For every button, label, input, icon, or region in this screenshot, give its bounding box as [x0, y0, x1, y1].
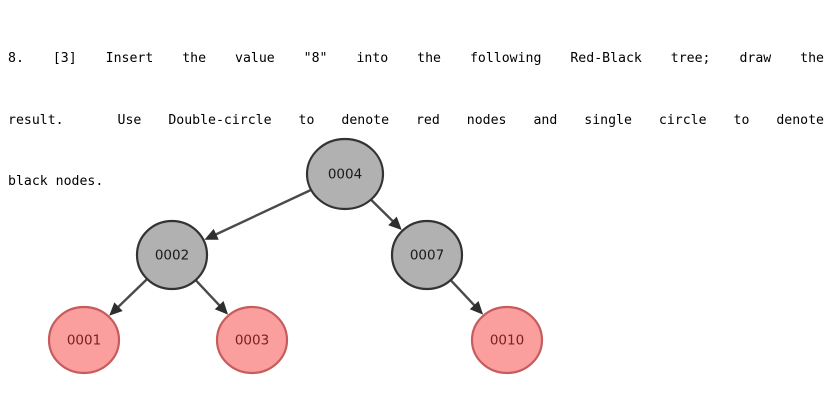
tree-node-layer: 0004 0002 0007 0001 0003 0010: [47, 137, 544, 375]
tree-node-0004[interactable]: 0004: [305, 137, 385, 211]
node-circle-0010: [470, 305, 544, 375]
arrowhead-icon-0002-to-0003: [214, 301, 229, 315]
tree-edge-layer: [109, 188, 484, 316]
arrowhead-icon-0002-to-0001: [109, 302, 123, 316]
tree-edge-0007-to-0010: [449, 279, 477, 308]
tree-node-0002[interactable]: 0002: [135, 219, 209, 291]
node-circle-0004: [305, 137, 385, 211]
question-line-3: black nodes.: [8, 174, 104, 189]
tree-node-0007[interactable]: 0007: [390, 219, 464, 291]
node-circle-0003: [215, 305, 289, 375]
tree-edge-0002-to-0001: [116, 278, 149, 309]
tree-node-0003[interactable]: 0003: [215, 305, 289, 375]
node-label-0003: 0003: [235, 333, 269, 349]
node-label-0010: 0010: [490, 333, 524, 349]
question-line-1: 8. [3] Insert the value "8" into the fol…: [8, 51, 824, 66]
node-circle-0002: [135, 219, 209, 291]
tree-edge-0002-to-0003: [194, 279, 222, 308]
question-text: 8. [3] Insert the value "8" into the fol…: [8, 8, 824, 213]
tree-svg-canvas: 0004 0002 0007 0001 0003 0010: [47, 137, 544, 375]
tree-node-0010[interactable]: 0010: [470, 305, 544, 375]
arrowhead-icon-0007-to-0010: [469, 301, 484, 315]
tree-node-0001[interactable]: 0001: [47, 305, 121, 375]
question-line-2: result. Use Double-circle to denote red …: [8, 112, 824, 128]
node-circle-0007: [390, 219, 464, 291]
arrowhead-icon-0004-to-0002: [204, 228, 219, 240]
tree-edge-0004-to-0002: [213, 188, 312, 237]
node-label-0001: 0001: [67, 333, 101, 349]
node-circle-0001: [47, 305, 121, 375]
arrowhead-icon-0004-to-0007: [388, 216, 402, 231]
node-label-0002: 0002: [155, 248, 189, 264]
red-black-tree-diagram: 0004 0002 0007 0001 0003 0010: [0, 104, 620, 404]
node-label-0007: 0007: [410, 248, 444, 264]
node-label-0004: 0004: [328, 167, 362, 183]
tree-edge-0004-to-0007: [370, 198, 395, 224]
